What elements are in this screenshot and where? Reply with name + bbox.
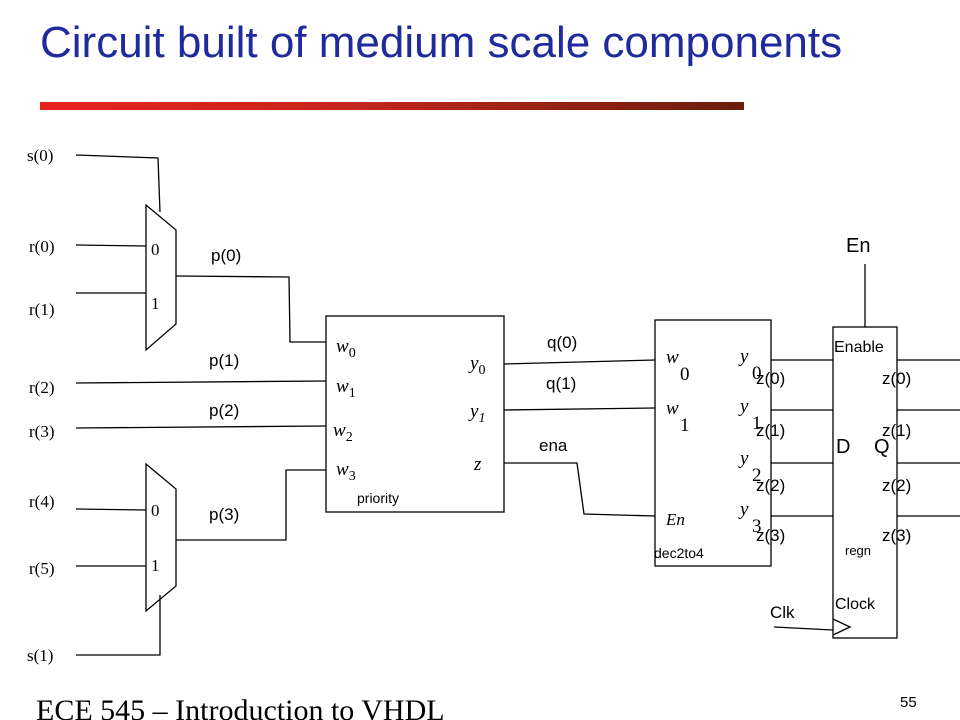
- label-q0: q(0): [547, 333, 577, 352]
- label-p2: p(2): [209, 401, 239, 420]
- label-q1: q(1): [546, 374, 576, 393]
- decoder-y2-letter: y: [738, 448, 749, 469]
- priority-y0: y0: [468, 353, 485, 378]
- label-p1: p(1): [209, 351, 239, 370]
- wire-clk: [773, 626, 834, 631]
- priority-w3: w3: [336, 459, 356, 484]
- decoder-out-z1: z(1): [756, 421, 785, 440]
- register-name: regn: [845, 543, 871, 558]
- register-out-z3: z(3): [882, 526, 911, 545]
- label-r4: r(4): [29, 492, 54, 511]
- label-p3: p(3): [209, 505, 239, 524]
- wire-p0: [175, 275, 326, 343]
- decoder-y1-sub: 1: [752, 413, 762, 434]
- footer-course-title: ECE 545 – Introduction to VHDL: [36, 694, 445, 720]
- decoder-out-z2: z(2): [756, 476, 785, 495]
- mux-top: [145, 203, 177, 352]
- label-en: En: [846, 235, 870, 257]
- wire-s1: [76, 595, 161, 656]
- register-out-z2: z(2): [882, 476, 911, 495]
- register-out-z0: z(0): [882, 369, 911, 388]
- label-r3: r(3): [29, 422, 54, 441]
- wire-q0: [503, 359, 656, 365]
- priority-w0: w0: [336, 336, 356, 361]
- wire-ena: [504, 462, 656, 517]
- label-s1: s(1): [27, 646, 53, 665]
- wire-r0: [75, 244, 147, 247]
- label-p0: p(0): [211, 246, 241, 265]
- priority-encoder-box: [325, 315, 505, 513]
- wire-r2: [75, 380, 327, 384]
- priority-z: z: [473, 454, 482, 475]
- decoder-w1-letter: w: [666, 398, 679, 419]
- decoder-out-z0: z(0): [756, 369, 785, 388]
- decoder-w0-sub: 0: [680, 364, 690, 385]
- decoder-name: dec2to4: [654, 545, 704, 561]
- decoder-y0-letter: y: [738, 346, 749, 367]
- wire-s0: [75, 154, 161, 213]
- label-s0: s(0): [27, 146, 53, 165]
- decoder-box: [654, 319, 772, 567]
- decoder-y3-sub: 3: [752, 516, 762, 537]
- wire-p3: [176, 469, 326, 541]
- decoder-out-z3: z(3): [756, 526, 785, 545]
- label-r0: r(0): [29, 237, 54, 256]
- decoder-w1-sub: 1: [680, 415, 690, 436]
- mux-bottom-in1: 1: [151, 556, 160, 575]
- decoder-y0-sub: 0: [752, 363, 762, 384]
- decoder-en: En: [665, 510, 685, 529]
- label-clk: Clk: [770, 603, 795, 622]
- label-r5: r(5): [29, 559, 54, 578]
- mux-top-in0: 0: [151, 240, 160, 259]
- wire-q1: [503, 407, 656, 411]
- page-title: Circuit built of medium scale components: [40, 18, 843, 67]
- priority-w2: w2: [333, 420, 353, 445]
- register-q: Q: [874, 436, 890, 458]
- clock-triangle: [832, 618, 852, 636]
- priority-w1: w1: [336, 376, 356, 401]
- mux-top-in1: 1: [151, 294, 160, 313]
- page-number: 55: [900, 694, 917, 711]
- decoder-w0-letter: w: [666, 347, 679, 368]
- wire-r4: [75, 508, 147, 511]
- wire-r3: [75, 425, 327, 429]
- decoder-y2-sub: 2: [752, 465, 762, 486]
- title-underline: [40, 102, 744, 110]
- mux-bottom-in0: 0: [151, 501, 160, 520]
- mux-bottom: [145, 462, 177, 613]
- label-ena: ena: [539, 436, 568, 455]
- register-enable: Enable: [834, 339, 884, 356]
- register-d: D: [836, 436, 850, 458]
- label-r1: r(1): [29, 300, 54, 319]
- decoder-y1-letter: y: [738, 396, 749, 417]
- register-out-z1: z(1): [882, 421, 911, 440]
- priority-name: priority: [357, 490, 399, 506]
- decoder-y3-letter: y: [738, 499, 749, 520]
- priority-y1: y1: [468, 401, 485, 426]
- label-r2: r(2): [29, 378, 54, 397]
- register-clock: Clock: [835, 596, 876, 613]
